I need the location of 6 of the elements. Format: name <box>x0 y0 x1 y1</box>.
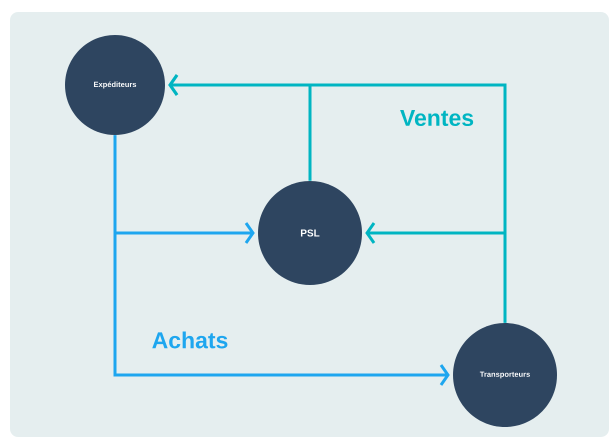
arrow <box>114 135 450 386</box>
arrow <box>365 222 506 323</box>
flow-label: Achats <box>152 332 228 348</box>
flow-label: Ventes <box>400 110 474 126</box>
circle-node: PSL <box>258 181 362 285</box>
arrow <box>168 74 312 181</box>
